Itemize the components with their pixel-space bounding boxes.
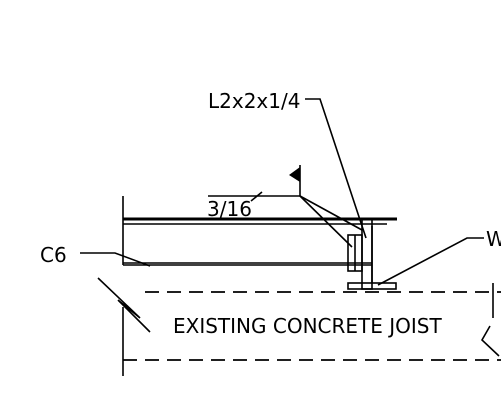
channel-leader <box>80 252 151 267</box>
beam-leader <box>377 237 484 286</box>
angle-label: L2x2x1/4 <box>208 89 300 113</box>
channel-label: C6 <box>40 243 67 267</box>
beam-label: W <box>486 227 501 251</box>
w-beam <box>347 218 397 290</box>
weld-tail-mark <box>250 191 263 202</box>
angle-leader <box>305 98 367 239</box>
concrete-joist <box>97 277 501 376</box>
weld-symbol <box>208 165 363 248</box>
joist-label: EXISTING CONCRETE JOIST <box>173 314 442 338</box>
weld-size-label: 3/16 <box>207 197 252 221</box>
channel-c6 <box>122 196 397 266</box>
